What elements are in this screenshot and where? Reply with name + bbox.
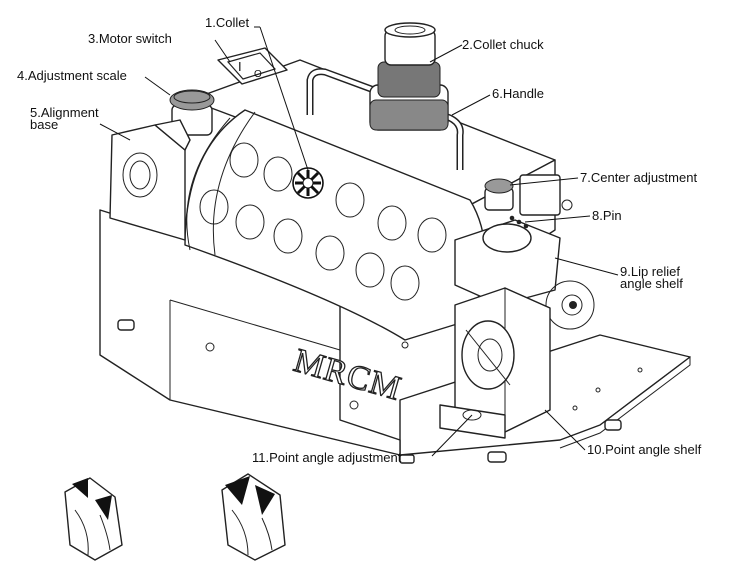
lip-relief-angle-shelf [454,219,595,330]
label-lip-relief-line2: angle shelf [620,276,683,291]
leader-lines [99,26,619,457]
drill-bit-illustration-2 [221,473,286,561]
center-adjustment-knob [484,174,573,216]
switch-off-mark: O [254,69,262,80]
label-point-angle-adjustment: 11.Point angle adjustment [252,450,402,465]
switch-on-mark: I [238,59,242,74]
label-center-adjustment: 7.Center adjustment [580,170,697,185]
drill-bit-illustration-1 [64,477,123,561]
part-labels: 1.Collet 2.Collet chuck 3.Motor switch 4… [17,15,702,465]
point-angle-shelf [439,287,551,439]
collet [292,167,324,199]
label-collet: 1.Collet [205,15,249,30]
main-housing [99,59,622,464]
label-alignment-base-line1: 5.Alignment [30,105,99,120]
label-adjustment-scale: 4.Adjustment scale [17,68,127,83]
cover-holes [199,142,447,301]
label-alignment-base-line2: base [30,117,58,132]
label-pin: 8.Pin [592,208,622,223]
label-handle: 6.Handle [492,86,544,101]
alignment-base [109,119,191,241]
pin [509,215,529,229]
label-collet-chuck: 2.Collet chuck [462,37,544,52]
collet-chuck [369,22,449,131]
label-point-angle-shelf: 10.Point angle shelf [587,442,702,457]
wheel-cover [184,109,486,341]
label-lip-relief-line1: 9.Lip relief [620,264,680,279]
label-motor-switch: 3.Motor switch [88,31,172,46]
